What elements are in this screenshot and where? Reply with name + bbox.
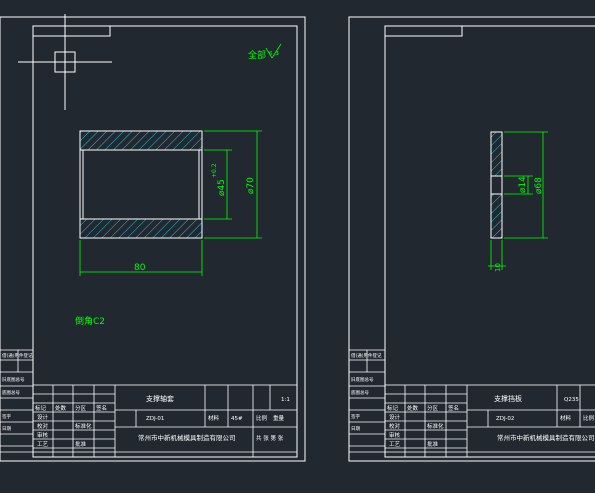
rev-mark-2: 标记 — [387, 404, 399, 412]
role-process: 工艺 — [37, 441, 49, 448]
dim-inner-diameter: ⌀45 — [217, 179, 227, 196]
plate-upper-section — [490, 131, 503, 177]
rev-count: 处数 — [55, 404, 67, 412]
scale-label-2: 比例 — [583, 414, 595, 422]
rev-mark: 标记 — [35, 404, 47, 412]
rev-sign-2: 签名 — [448, 404, 459, 412]
sheet-1-corner-tab — [32, 25, 111, 37]
material-label-2: 材料 — [560, 414, 572, 422]
left-cell-sign: 签字 — [2, 413, 11, 420]
role-review-2: 审核 — [389, 431, 401, 439]
sheet-count: 共 张 第 张 — [256, 434, 284, 442]
part-name: 支撑轴套 — [146, 394, 174, 403]
dim-plate-thickness: 10 — [494, 263, 502, 272]
part-name-2: 支撑挡板 — [494, 394, 522, 403]
sheet-2-title-block — [349, 349, 595, 458]
left-cell-date: 日期 — [2, 426, 11, 432]
left-cell-base-2: 底图总号 — [351, 389, 369, 396]
dim-inner-tolerance: +0.2 — [211, 163, 218, 178]
sheet-1-border — [0, 16, 306, 462]
plate-lower-section — [490, 193, 503, 239]
sheet-2-corner-tab — [384, 25, 463, 37]
crosshair-cursor-icon — [18, 14, 112, 110]
scale-value: 1:1 — [281, 397, 290, 403]
role-design: 设计 — [37, 413, 49, 421]
rev-sign: 签名 — [96, 404, 107, 412]
rev-zone: 分区 — [75, 404, 87, 412]
company-name: 常州市中新机械模具制造有限公司 — [138, 433, 236, 442]
role-approve: 批准 — [75, 440, 87, 448]
role-standard-2: 标准化 — [427, 422, 444, 430]
left-cell-old: 旧底图总号 — [2, 376, 25, 383]
dim-plate-inner: ⌀14 — [518, 176, 528, 193]
drawing-number: ZDJ-01 — [146, 416, 164, 422]
left-cell-sign-2: 签字 — [351, 413, 360, 420]
sheet-1-dimensions — [79, 43, 282, 276]
material-value: 45# — [231, 416, 243, 422]
role-approve-2: 批准 — [427, 440, 439, 448]
role-standard: 标准化 — [75, 422, 92, 430]
scale-label: 比例 — [256, 414, 268, 422]
surface-finish-note: 全部 ⁶·³ — [248, 49, 279, 61]
sleeve-bottom-wall — [79, 218, 203, 239]
left-cell-reg-2: 借(通)用件登记 — [351, 352, 382, 359]
dim-plate-outer: ⌀68 — [534, 177, 544, 194]
company-name-2: 常州市中新机械模具制造有限公司 — [497, 433, 595, 442]
role-process-2: 工艺 — [389, 441, 401, 448]
left-cell-reg: 借(通)用件登记 — [2, 352, 33, 359]
left-cell-date-2: 日期 — [351, 426, 360, 432]
left-cell-old-2: 旧底图总号 — [351, 376, 374, 383]
chamfer-note: 倒角C2 — [75, 315, 105, 327]
left-cell-base: 底图总号 — [2, 389, 20, 396]
sheet-2-border — [348, 16, 595, 462]
drawing-number-2: ZDJ-02 — [496, 416, 514, 422]
dim-outer-diameter: ⌀70 — [246, 177, 256, 194]
weight-label: 重量 — [273, 414, 285, 422]
sheet-2-dimensions — [488, 131, 548, 270]
role-check: 校对 — [37, 422, 49, 430]
role-design-2: 设计 — [389, 413, 401, 421]
material-value-2: Q235 — [564, 397, 579, 403]
rev-count-2: 处数 — [407, 404, 419, 412]
role-review: 审核 — [37, 431, 49, 439]
role-check-2: 校对 — [389, 422, 401, 430]
material-label: 材料 — [208, 414, 220, 422]
sheet-1-title-block — [0, 349, 298, 458]
sheet-2-frame — [384, 25, 595, 458]
rev-zone-2: 分区 — [427, 404, 439, 412]
dim-length: 80 — [134, 263, 146, 273]
sleeve-top-wall — [79, 130, 203, 151]
